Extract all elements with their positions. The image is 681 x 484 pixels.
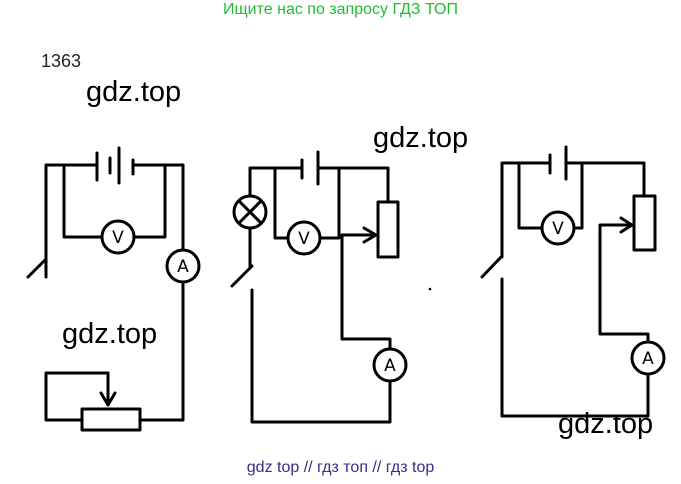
watermark-4: gdz.top	[558, 408, 654, 440]
circuit-2-ammeter	[372, 347, 408, 383]
circuit-3-battery	[548, 145, 568, 181]
circuit-2: V A	[230, 150, 408, 424]
watermark-3: gdz.top	[62, 318, 158, 350]
circuit-2-switch	[230, 264, 254, 288]
problem-number: 1363	[41, 51, 82, 71]
circuit-1-rheostat	[80, 407, 142, 432]
circuit-3-switch	[480, 254, 504, 279]
circuit-2-rheostat	[376, 200, 400, 259]
site-header: Ищите нас по запросу ГДЗ ТОП	[223, 1, 458, 18]
circuit-1-ammeter	[165, 248, 201, 284]
watermark-2: gdz.top	[373, 122, 469, 154]
circuit-2-lamp-cross	[237, 199, 263, 225]
circuit-2-battery	[300, 150, 320, 186]
circuit-3-ammeter	[630, 340, 666, 376]
circuit-3-voltmeter	[540, 210, 576, 246]
circuit-3-voltmeter-label: V	[552, 219, 564, 239]
circuit-1-switch	[26, 257, 48, 279]
circuit-2-wires	[248, 166, 392, 424]
circuit-2-ammeter-label: A	[384, 356, 396, 376]
circuit-2-voltmeter	[286, 220, 322, 256]
circuit-3: V A	[480, 145, 666, 418]
circuit-3-wires	[500, 161, 650, 418]
circuit-3-ammeter-label: A	[642, 349, 654, 369]
circuit-1-wires	[44, 163, 185, 422]
circuit-3-rheostat	[632, 194, 657, 252]
stray-dot	[428, 287, 432, 291]
circuit-1-rheostat-arrow	[99, 391, 117, 407]
circuit-1-voltmeter-label: V	[112, 228, 124, 248]
circuit-1-ammeter-label: A	[177, 257, 189, 277]
circuit-3-rheostat-arrow	[619, 216, 634, 234]
watermark-1: gdz.top	[86, 76, 182, 108]
circuit-1-voltmeter	[100, 219, 136, 255]
site-footer: gdz top // гдз топ // гдз top	[246, 459, 435, 476]
circuit-1: V A	[26, 146, 201, 432]
circuit-2-voltmeter-label: V	[298, 229, 310, 249]
circuit-2-lamp	[232, 194, 268, 230]
circuit-1-battery	[95, 146, 135, 185]
circuit-2-rheostat-arrow	[362, 226, 378, 244]
